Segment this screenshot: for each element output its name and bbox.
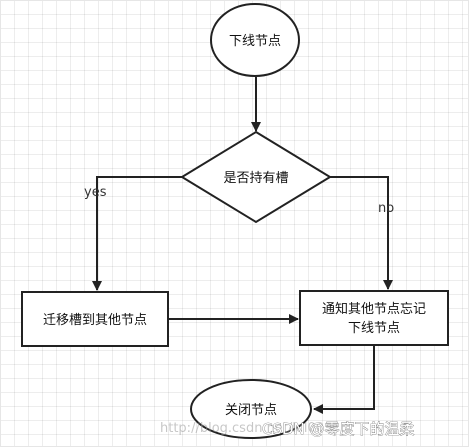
yes-label: yes — [84, 185, 107, 200]
notify-node-label-line1: 通知其他节点忘记 — [322, 301, 426, 317]
notify-node-label-line2: 下线节点 — [348, 321, 400, 336]
start-node — [210, 3, 300, 77]
end-node — [190, 379, 312, 439]
edge-notify-to-end — [313, 345, 375, 414]
notify-node — [299, 290, 449, 346]
edge-no — [330, 176, 393, 290]
decision-node — [180, 130, 332, 224]
decision-node-label: 是否持有槽 — [223, 171, 288, 186]
no-label: no — [378, 201, 394, 216]
csdn-watermark: CSDN @零度下的温柔 — [262, 420, 415, 438]
end-node-label: 关闭节点 — [225, 403, 277, 418]
start-node-label: 下线节点 — [229, 34, 281, 49]
edge-yes — [92, 176, 182, 291]
faint-url-watermark: http://blog.csdn.net/lol00 — [160, 421, 324, 436]
migrate-node — [21, 291, 169, 347]
migrate-node-label: 迁移槽到其他节点 — [43, 313, 147, 328]
